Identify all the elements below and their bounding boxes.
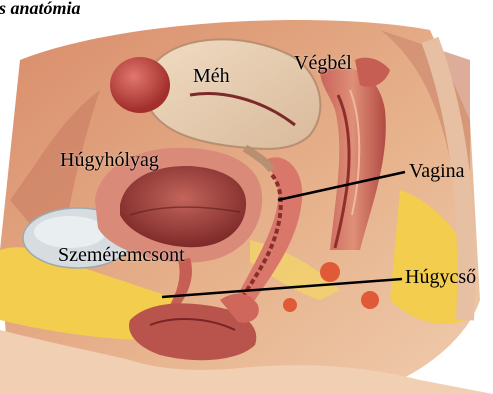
figure-title: os anatómia: [0, 0, 81, 19]
label-urethra: Húgycső: [405, 267, 476, 287]
label-bladder: Húgyhólyag: [60, 150, 159, 170]
ovary: [110, 57, 170, 113]
label-vagina: Vagina: [409, 161, 465, 181]
label-pubic-bone: Szeméremcsont: [58, 245, 185, 265]
label-rectum: Végbél: [294, 53, 352, 73]
label-uterus: Méh: [193, 66, 230, 86]
